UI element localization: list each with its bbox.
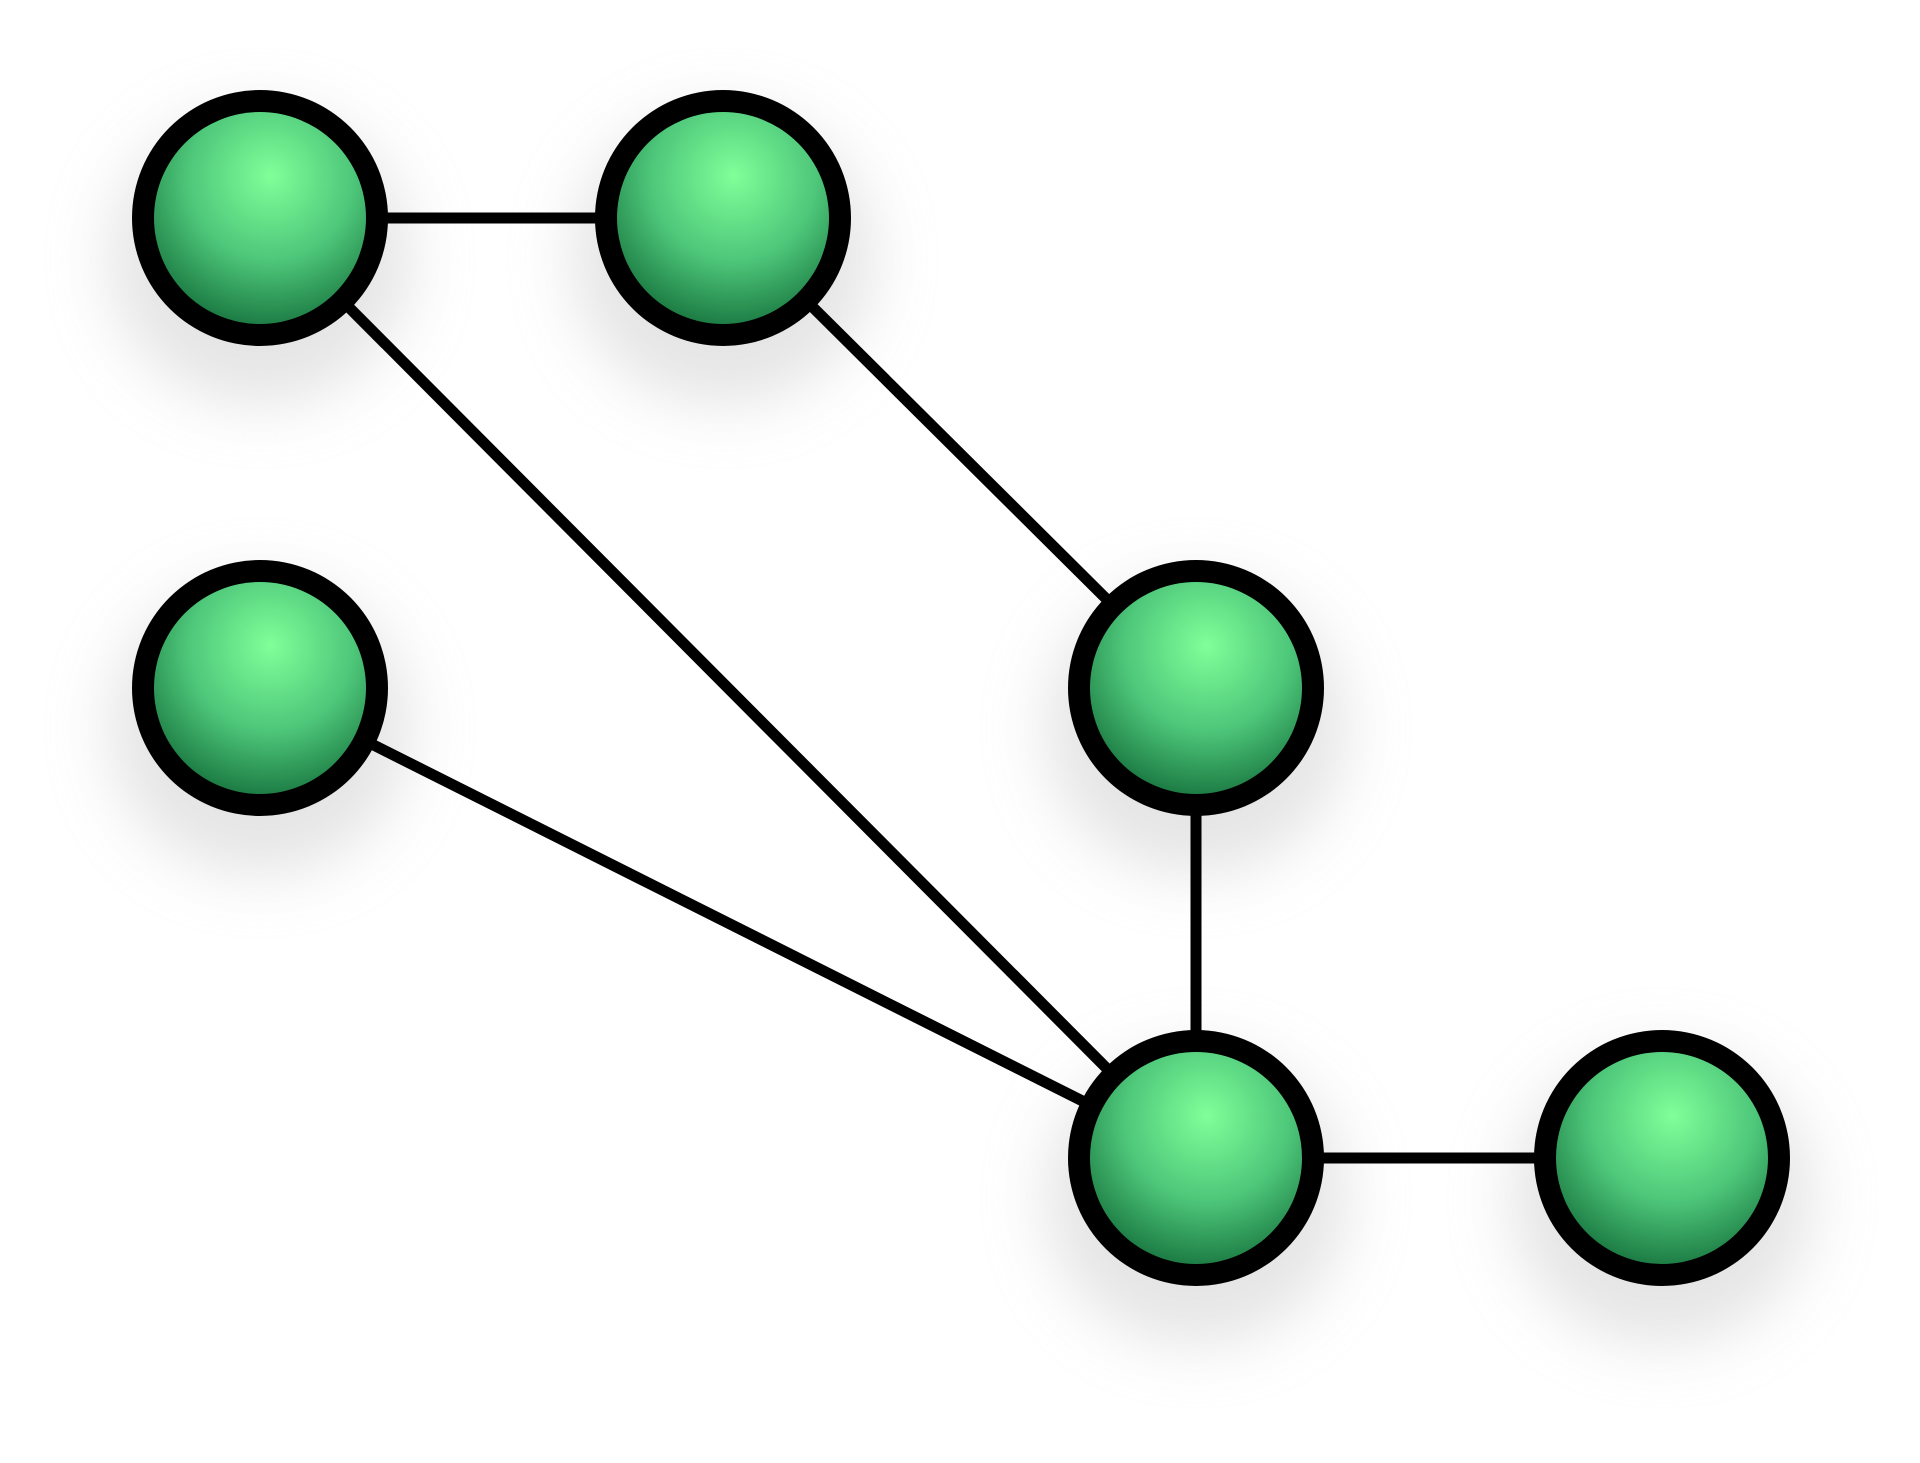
node-sphere <box>1090 582 1302 794</box>
graph-node <box>1068 560 1324 816</box>
node-sphere <box>154 582 366 794</box>
graph-edge <box>257 683 1199 1163</box>
node-layer <box>132 90 1790 1286</box>
graph-edge <box>256 214 1200 1162</box>
edge-layer <box>256 212 1662 1164</box>
graph-node <box>1068 1030 1324 1286</box>
node-sphere <box>1556 1052 1768 1264</box>
graph-node <box>132 560 388 816</box>
graph-node <box>132 90 388 346</box>
graph-node <box>1534 1030 1790 1286</box>
node-sphere <box>154 112 366 324</box>
node-sphere <box>617 112 829 324</box>
graph-node <box>595 90 851 346</box>
node-sphere <box>1090 1052 1302 1264</box>
